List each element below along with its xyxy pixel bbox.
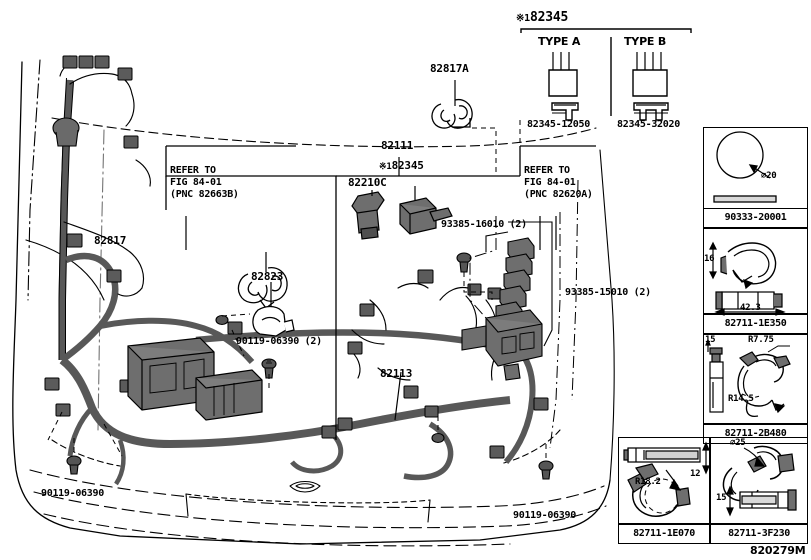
panel-82711-1E350-part: 82711-1E350 [724,318,787,329]
note-marker-1-callout: ※1 [379,162,392,172]
refer-to-right-line3: (PNC 82620A) [524,189,593,200]
callout-82345: ※182345 [379,160,424,172]
panel-1E070-dim-12: 12 [690,469,701,479]
panel-90333-20001-caption-box [703,208,808,228]
note-marker-1: ※1 [516,13,530,24]
panel-3F230-dim-15: 15 [716,493,727,503]
panel-82711-1E350-caption-box [703,314,808,334]
callout-90119-06390-left: 90119-06390 [41,488,104,499]
panel-2B480-dim-R14-5: R14.5 [728,394,754,404]
panel-82711-3F230-art [710,437,808,524]
panel-1E350-dim-42-3: 42.3 [740,303,761,313]
panel-3F230-dim-diameter-25: ⌀25 [730,438,746,448]
refer-to-left-line2: FIG 84-01 [170,177,222,188]
callout-82817: 82817 [94,234,127,247]
callout-90119-06390-2: 90119-06390 (2) [236,336,322,347]
panel-82711-3F230-part: 82711-3F230 [728,528,790,539]
panel-82711-3F230-caption-box [710,524,808,544]
panel-1E350-dim-16: 16 [704,254,715,264]
callout-82210c: 82210C [348,176,387,189]
type-b-label: TYPE B [624,35,667,48]
panel-82711-2B480-art [703,334,808,424]
panel-1E070-dim-R18-2: R18.2 [635,477,661,487]
refer-to-block-left: REFER TO FIG 84-01 (PNC 82663B) [170,165,239,201]
panel-90333-dim-diameter: ⌀20 [761,171,777,181]
callout-93385-15010: 93385-15010 (2) [565,287,651,298]
panel-82711-2B480-caption-box [703,424,808,444]
callout-90119-06390-right: 90119-06390 [513,510,576,521]
callout-93385-16010: 93385-16010 (2) [441,219,527,230]
callout-82111: 82111 [381,139,414,152]
figure-code: 820279M [750,544,806,557]
type-a-label: TYPE A [538,35,581,48]
refer-to-right-line1: REFER TO [524,165,570,176]
callout-82113: 82113 [380,367,413,380]
callout-82345-text: 82345 [391,159,424,172]
type-panel-title: ※182345 [516,11,568,24]
callout-82823: 82823 [251,270,284,283]
panel-82711-1E350-art [703,228,808,314]
callout-82817a: 82817A [430,62,469,75]
type-b-part-number: 82345-32020 [617,119,680,130]
panel-82711-1E070-part: 82711-1E070 [633,528,695,539]
refer-to-block-right: REFER TO FIG 84-01 (PNC 82620A) [524,165,593,201]
type-a-part-number: 82345-12050 [527,119,590,130]
panel-2B480-dim-15: 15 [705,335,716,345]
panel-82711-1E070-art [618,437,710,524]
type-panel-part: 82345 [530,10,569,25]
refer-to-left-line1: REFER TO [170,165,216,176]
panel-2B480-dim-R7-75: R7.75 [748,335,774,345]
panel-82711-2B480-part: 82711-2B480 [724,428,787,439]
refer-to-right-line2: FIG 84-01 [524,177,576,188]
panel-82711-1E070-caption-box [618,524,710,544]
panel-90333-20001-part: 90333-20001 [724,212,787,223]
refer-to-left-line3: (PNC 82663B) [170,189,239,200]
